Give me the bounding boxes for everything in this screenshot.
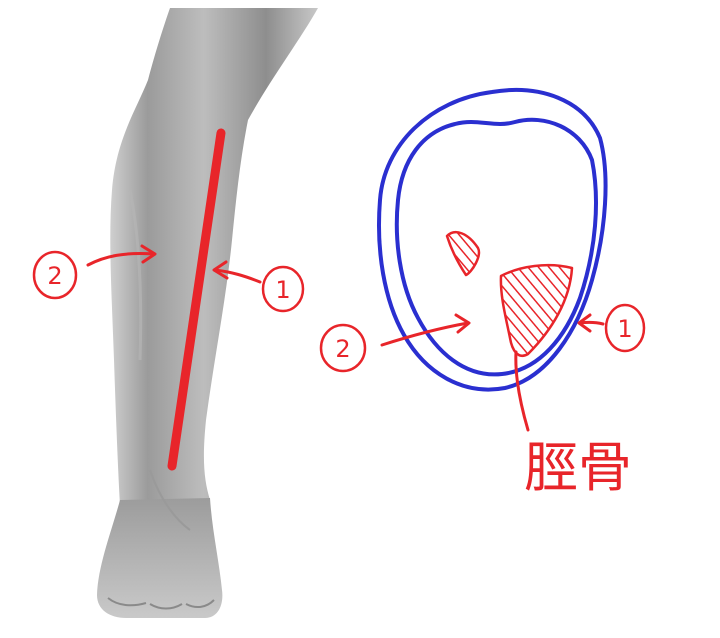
tibia-line <box>167 128 226 471</box>
leg-marker-1: 1 <box>261 265 305 313</box>
tibia-shape <box>499 263 574 357</box>
section-marker-1: 1 <box>604 303 646 353</box>
section-marker-2-label: 2 <box>335 335 350 363</box>
fibula-shape <box>445 231 481 277</box>
foot-shape <box>97 498 223 618</box>
leg-illustration <box>97 8 319 618</box>
section-marker-2: 2 <box>319 323 367 373</box>
leg-marker-2: 2 <box>32 250 78 300</box>
leg-marker-1-label: 1 <box>275 276 290 304</box>
outer-outline <box>377 87 608 392</box>
bone-label: 脛骨 <box>524 436 632 499</box>
lower-leg-shape <box>110 8 319 505</box>
leg-arrow-2 <box>86 244 157 267</box>
bone-leader-line <box>514 350 530 432</box>
section-arrow-2 <box>380 313 471 347</box>
inner-outline <box>394 117 598 377</box>
section-marker-1-label: 1 <box>617 315 632 343</box>
leg-marker-2-label: 2 <box>47 262 62 290</box>
cross-section: 脛骨 2 1 <box>319 87 646 499</box>
leg-arrow-1 <box>212 260 262 284</box>
section-arrow-1 <box>577 313 605 333</box>
